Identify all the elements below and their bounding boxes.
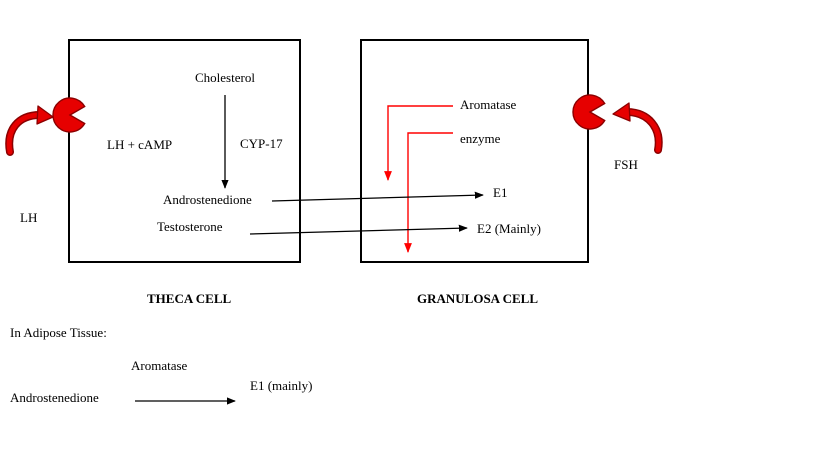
cholesterol-label: Cholesterol bbox=[195, 70, 255, 85]
lh-receptor-icon bbox=[52, 97, 86, 133]
fsh-label: FSH bbox=[614, 157, 638, 172]
enzyme-label: enzyme bbox=[460, 131, 501, 146]
lh-curved-arrow-icon bbox=[5, 105, 54, 156]
theca-cell-box bbox=[68, 39, 301, 263]
lh-camp-label: LH + cAMP bbox=[107, 137, 172, 152]
fsh-receptor-icon bbox=[572, 94, 606, 130]
enzyme-to-e2-arrow bbox=[404, 132, 453, 253]
testosterone-to-e2-arrow bbox=[249, 224, 468, 235]
adipose-heading: In Adipose Tissue: bbox=[10, 325, 107, 340]
adipose-e1-label: E1 (mainly) bbox=[250, 378, 312, 393]
granulosa-cell-box bbox=[360, 39, 589, 263]
aromatase-label: Aromatase bbox=[460, 97, 517, 112]
aromatase-to-e1-arrow bbox=[384, 105, 453, 181]
e1-label: E1 bbox=[493, 185, 507, 200]
adipose-androstenedione-label: Androstenedione bbox=[10, 390, 99, 405]
theca-cell-title: THECA CELL bbox=[147, 291, 231, 306]
fsh-curved-arrow-icon bbox=[612, 102, 663, 154]
androstenedione-to-e1-arrow bbox=[271, 191, 484, 202]
cyp17-label: CYP-17 bbox=[240, 136, 283, 151]
adipose-aromatase-label: Aromatase bbox=[131, 358, 188, 373]
testosterone-label: Testosterone bbox=[157, 219, 223, 234]
androstenedione-label: Androstenedione bbox=[163, 192, 252, 207]
lh-label: LH bbox=[20, 210, 37, 225]
e2-label: E2 (Mainly) bbox=[477, 221, 541, 236]
granulosa-cell-title: GRANULOSA CELL bbox=[417, 291, 538, 306]
